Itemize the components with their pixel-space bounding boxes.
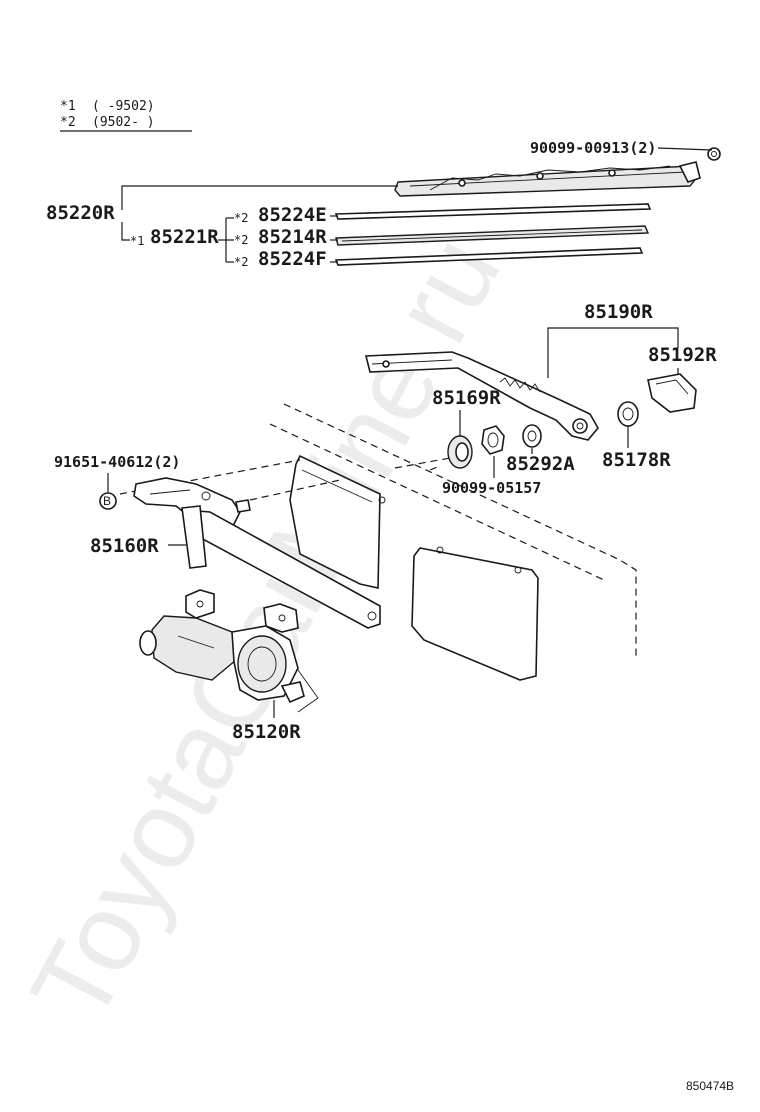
nut-90099-00913: [707, 147, 721, 161]
cap-85192R: [647, 373, 697, 413]
label-85178R: 85178R: [602, 449, 671, 471]
label-85224E: 85224E: [258, 204, 327, 226]
label-85221R: 85221R: [150, 226, 219, 248]
grommet-85169R: [447, 435, 473, 469]
star2-85224F: *2: [234, 255, 248, 269]
bushing-85178R: [617, 401, 639, 427]
label-85120R: 85120R: [232, 721, 301, 743]
leader-85220R-bottom: [121, 222, 130, 241]
note-2-mark: *2: [60, 115, 76, 130]
leader-90099-00913: [657, 147, 713, 151]
blade-strip-85224F: [334, 247, 644, 266]
wiper-arm-85190R: [364, 351, 599, 441]
blade-rubber-85214R: [335, 225, 650, 246]
label-90099-00913: 90099-00913(2): [530, 139, 656, 157]
figure-reference: 850474B: [686, 1079, 734, 1093]
note-1-mark: *1: [60, 99, 76, 114]
bolt-91651-40612: [99, 492, 117, 510]
blade-strip-85224E: [334, 203, 652, 220]
leader-85220R-top: [121, 185, 398, 210]
label-85190R: 85190R: [584, 301, 653, 323]
label-85214R: 85214R: [258, 226, 327, 248]
star1-85221R: *1: [130, 234, 144, 248]
notes-block: *1 ( -9502) *2 (9502- ): [60, 99, 192, 132]
label-90099-05157: 90099-05157: [442, 479, 541, 497]
label-85192R: 85192R: [648, 344, 717, 366]
star2-85224E: *2: [234, 211, 248, 225]
back-door-panel: [269, 403, 637, 681]
note-1-range: ( -9502): [92, 99, 155, 114]
label-85224F: 85224F: [258, 248, 327, 270]
label-91651-40612: 91651-40612(2): [54, 453, 180, 471]
alignment-line-3: [394, 457, 451, 469]
alignment-line-2: [249, 479, 341, 501]
label-85292A: 85292A: [506, 453, 575, 475]
wiper-link-85160R: [133, 477, 381, 629]
star2-85214R: *2: [234, 233, 248, 247]
nut-90099-05157: [481, 425, 505, 455]
label-85220R: 85220R: [46, 202, 115, 224]
wiper-motor-85120R: [139, 589, 319, 713]
label-85169R: 85169R: [432, 387, 501, 409]
bolt-letter: B: [103, 494, 111, 508]
leader-85190R: [547, 327, 679, 378]
wiper-blade-85220R: [394, 161, 701, 197]
note-2-range: (9502- ): [92, 115, 155, 130]
washer-85292A: [522, 424, 542, 448]
label-85160R: 85160R: [90, 535, 159, 557]
